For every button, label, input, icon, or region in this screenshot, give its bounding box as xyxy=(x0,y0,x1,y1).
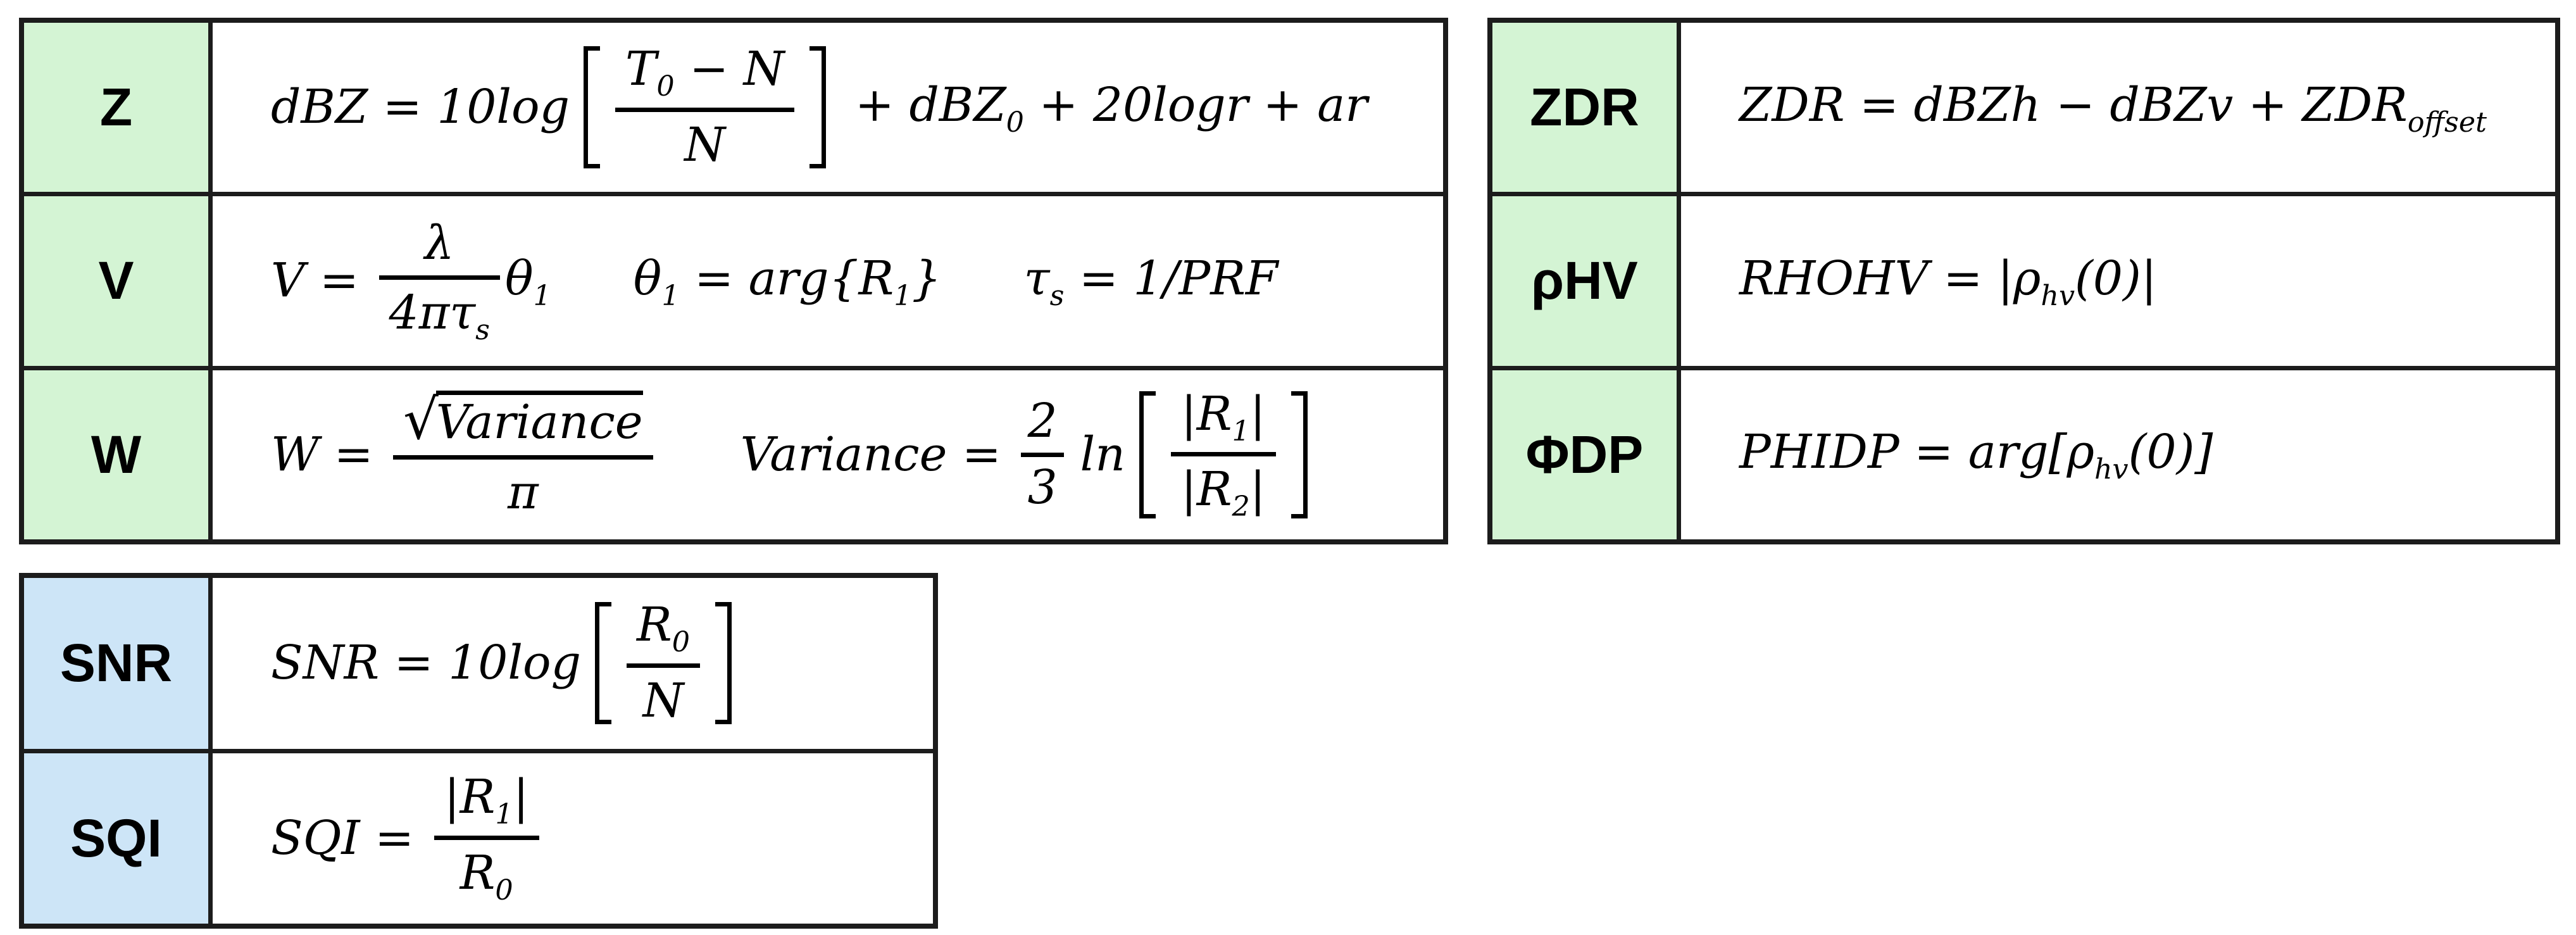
row-label-phidp: ΦDP xyxy=(1492,370,1681,539)
numerator: R0 xyxy=(636,598,690,659)
formula-rhohv: RHOHV = |ρhv(0)| xyxy=(1681,196,2555,365)
fraction: λ 4πτs xyxy=(378,215,500,345)
table-row-sqi: SQI SQI = |R1| R0 xyxy=(24,748,933,924)
denominator: π xyxy=(393,455,653,518)
open-bracket xyxy=(1139,391,1156,519)
fraction: R0 N xyxy=(626,598,700,727)
formula-text: ZDR = dBZh − dBZv + ZDRoffset xyxy=(1739,77,2487,139)
row-label-zdr: ZDR xyxy=(1492,23,1681,192)
denominator: 4πτs xyxy=(378,275,500,344)
open-bracket xyxy=(594,602,611,725)
formula-text: PHIDP = arg[ρhv(0)] xyxy=(1739,425,2213,486)
formula-phidp: PHIDP = arg[ρhv(0)] xyxy=(1681,370,2555,539)
table-row-zdr: ZDR ZDR = dBZh − dBZv + ZDRoffset xyxy=(1492,23,2555,192)
numerator: |R1| xyxy=(1180,386,1266,448)
equation: SQI = |R1| R0 xyxy=(271,772,544,905)
formula-z: dBZ = 10log T0 − N N + dBZ0 + 20logr + a… xyxy=(213,23,1443,192)
numerator: λ xyxy=(424,215,454,270)
formula-text: θ1 = arg{R1} xyxy=(633,251,942,312)
row-label-z: Z xyxy=(24,23,213,192)
row-label-w: W xyxy=(24,370,213,539)
formula-w: W = √Variance π Variance = 2 3 ln |R1| | xyxy=(213,370,1443,539)
close-bracket xyxy=(715,602,732,725)
dual-pol-table: ZDR ZDR = dBZh − dBZv + ZDRoffset ρHV RH… xyxy=(1487,18,2560,544)
formula-text: Variance = xyxy=(740,427,1016,482)
formula-zdr: ZDR = dBZh − dBZv + ZDRoffset xyxy=(1681,23,2555,192)
formula-text: θ1 xyxy=(504,251,551,312)
fraction: √Variance π xyxy=(393,391,653,518)
formula-text: W = xyxy=(271,427,389,482)
close-bracket xyxy=(810,46,827,168)
denominator: 3 xyxy=(1021,452,1064,513)
table-row-snr: SNR SNR = 10log R0 N xyxy=(24,578,933,749)
signal-quality-table: SNR SNR = 10log R0 N SQI SQI = xyxy=(19,573,938,929)
equation: W = √Variance π Variance = 2 3 ln |R1| | xyxy=(271,386,1322,522)
fraction: 2 3 xyxy=(1021,394,1064,513)
formula-text: τs = 1/PRF xyxy=(1023,251,1279,312)
formula-v: V = λ 4πτs θ1 θ1 = arg{R1} τs = 1/PRF xyxy=(213,196,1443,365)
table-row-z: Z dBZ = 10log T0 − N N + dBZ0 + 20logr +… xyxy=(24,23,1443,192)
formula-text: + dBZ0 + 20logr + ar xyxy=(840,77,1368,139)
numerator: |R1| xyxy=(444,770,529,831)
table-row-rhohv: ρHV RHOHV = |ρhv(0)| xyxy=(1492,192,2555,366)
formula-text: SQI = xyxy=(271,810,429,865)
denominator: |R2| xyxy=(1170,451,1276,521)
equation: ZDR = dBZh − dBZv + ZDRoffset xyxy=(1739,78,2487,137)
row-label-snr: SNR xyxy=(24,578,213,749)
table-row-v: V V = λ 4πτs θ1 θ1 = arg{R1} τs = 1/PRF xyxy=(24,192,1443,366)
equation: V = λ 4πτs θ1 θ1 = arg{R1} τs = 1/PRF xyxy=(271,215,1279,345)
moments-table: Z dBZ = 10log T0 − N N + dBZ0 + 20logr +… xyxy=(19,18,1448,544)
formula-text: SNR = 10log xyxy=(271,636,581,691)
numerator: √Variance xyxy=(403,387,643,453)
table-row-phidp: ΦDP PHIDP = arg[ρhv(0)] xyxy=(1492,365,2555,539)
formula-text: V = xyxy=(271,253,374,308)
fraction: |R1| |R2| xyxy=(1170,386,1276,522)
row-label-v: V xyxy=(24,196,213,366)
radical-sign: √ xyxy=(403,387,439,453)
denominator: N xyxy=(615,107,795,171)
fraction: T0 − N N xyxy=(615,42,795,171)
row-label-sqi: SQI xyxy=(24,753,213,924)
numerator: 2 xyxy=(1027,394,1058,449)
equation: RHOHV = |ρhv(0)| xyxy=(1739,251,2157,312)
denominator: R0 xyxy=(434,835,539,905)
equation: SNR = 10log R0 N xyxy=(271,599,746,727)
numerator: T0 − N xyxy=(625,42,785,103)
table-row-w: W W = √Variance π Variance = 2 3 ln xyxy=(24,365,1443,539)
equation: dBZ = 10log T0 − N N + dBZ0 + 20logr + a… xyxy=(271,44,1368,171)
formula-text: dBZ = 10log xyxy=(271,80,570,135)
row-label-rhohv: ρHV xyxy=(1492,196,1681,366)
denominator: N xyxy=(626,663,700,727)
open-bracket xyxy=(583,46,600,168)
fraction: |R1| R0 xyxy=(434,772,539,905)
equation: PHIDP = arg[ρhv(0)] xyxy=(1739,425,2213,484)
formula-snr: SNR = 10log R0 N xyxy=(213,578,933,749)
formula-sqi: SQI = |R1| R0 xyxy=(213,753,933,924)
formula-text: ln xyxy=(1080,427,1125,482)
formula-text: RHOHV = |ρhv(0)| xyxy=(1739,251,2157,312)
close-bracket xyxy=(1291,391,1308,519)
